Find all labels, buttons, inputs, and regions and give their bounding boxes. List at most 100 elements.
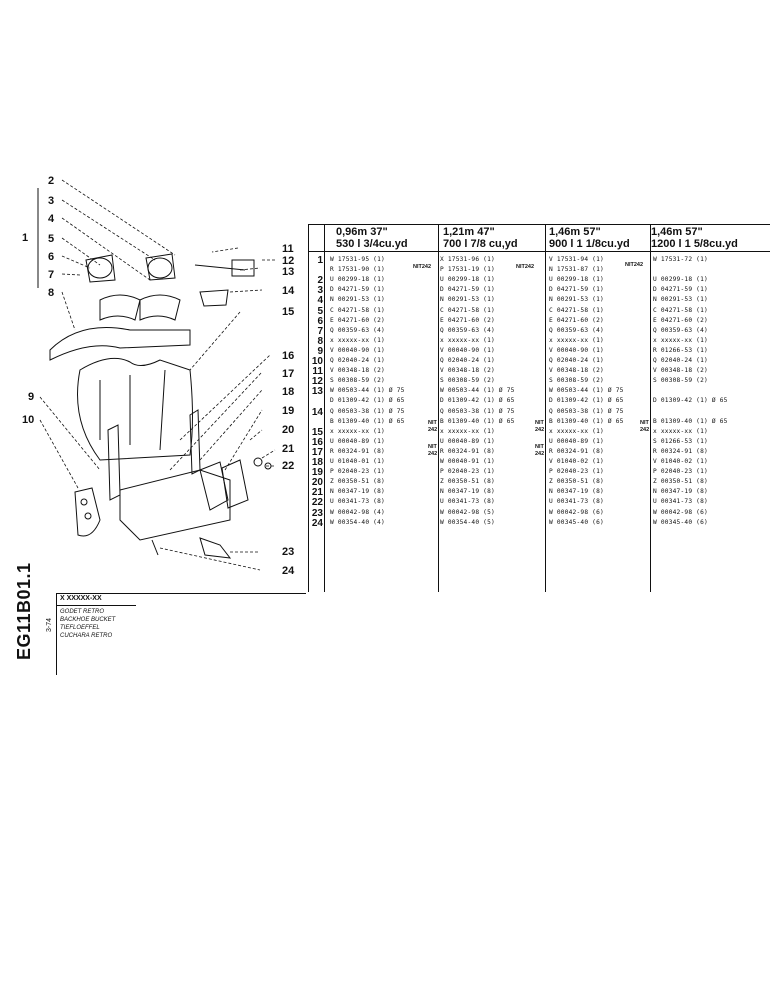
note-242-13b: 242 xyxy=(535,427,545,433)
part-number-cell: U 00341-73 (8) xyxy=(330,498,385,506)
table-top-rule xyxy=(308,224,770,225)
row-number: 11 xyxy=(312,366,323,378)
row-number: 1 xyxy=(317,255,323,266)
row-number: 14 xyxy=(311,406,323,418)
part-number-cell: C 04271-58 (1) xyxy=(653,306,708,314)
row-number: 23 xyxy=(311,507,323,519)
part-number-cell: R 00324-91 (8) xyxy=(653,447,708,455)
title-block-rule xyxy=(56,593,306,594)
note-nit-14: NIT xyxy=(428,444,437,450)
part-number-cell: V 00348-18 (2) xyxy=(440,367,495,375)
callout-10: 10 xyxy=(22,414,35,426)
callout-5: 5 xyxy=(48,233,55,245)
row-number: 8 xyxy=(317,335,323,347)
part-number-cell: B 01309-40 (1) Ø 65 xyxy=(653,417,728,425)
part-number-cell: W 00040-91 (1) xyxy=(440,458,495,465)
callout-7: 7 xyxy=(48,269,55,281)
callout-2: 2 xyxy=(48,175,55,187)
callout-9: 9 xyxy=(28,391,35,403)
part-number-cell: W 00354-40 (5) xyxy=(440,518,495,526)
part-number-cell: N 00347-19 (8) xyxy=(330,488,385,496)
part-number-cell: x xxxxx-xx (1) xyxy=(440,427,495,435)
row-number: 20 xyxy=(311,477,323,489)
part-number-cell: W 17531-95 (1) xyxy=(330,256,385,263)
part-number-cell: Q 00359-63 (4) xyxy=(653,326,708,334)
part-number-cell: x xxxxx-xx (1) xyxy=(549,427,604,435)
row-number: 12 xyxy=(311,376,323,388)
note-nit-13c: NIT xyxy=(640,420,649,426)
part-number-cell: E 04271-60 (2) xyxy=(440,316,495,324)
callout-16: 16 xyxy=(282,350,295,362)
part-number-cell: P 02040-23 (1) xyxy=(440,468,495,476)
part-number-cell: E 04271-60 (2) xyxy=(330,316,385,324)
part-number-cell: V 00348-18 (2) xyxy=(549,367,604,375)
part-number-cell: V 17531-94 (1) xyxy=(549,256,604,263)
row-number: 22 xyxy=(311,497,323,509)
callout-17: 17 xyxy=(282,368,295,380)
part-number-cell: C 04271-58 (1) xyxy=(549,306,604,314)
part-number-cell: x xxxxx-xx (1) xyxy=(549,336,604,344)
part-number-cell: S 00308-59 (2) xyxy=(549,377,604,385)
title-block-left-rule xyxy=(56,593,57,675)
part-number-cell: R 00324-91 (8) xyxy=(549,447,604,455)
note-242-13c: 242 xyxy=(640,427,650,433)
part-number-cell: C 04271-58 (1) xyxy=(330,306,385,314)
column-header-1-capacity: 530 l 3/4cu.yd xyxy=(336,238,408,250)
row-number: 24 xyxy=(311,517,323,529)
part-number-cell: W 00345-40 (6) xyxy=(549,518,604,526)
row-number: 2 xyxy=(317,275,323,287)
column-header-2-capacity: 700 l 7/8 cu,yd xyxy=(443,238,518,250)
note-nit-14b: NIT xyxy=(535,444,544,450)
part-number-cell: W 00503-44 (1) Ø 75 xyxy=(330,387,405,395)
rownum-divider xyxy=(324,224,325,592)
part-number-cell: U 00040-89 (1) xyxy=(330,437,385,445)
part-number-cell: W 00042-98 (6) xyxy=(653,508,708,516)
part-number-cell: W 00345-40 (6) xyxy=(653,518,708,526)
column-header-2: 1,21m 47" 700 l 7/8 cu,yd xyxy=(443,226,518,250)
part-number-cell: Q 00359-63 (4) xyxy=(330,326,385,334)
part-number-cell: S 01266-53 (1) xyxy=(653,437,708,445)
part-number-cell: Z 00350-51 (8) xyxy=(653,478,708,486)
title-es: CUCHARA RETRO xyxy=(60,633,113,639)
part-number-cell: x xxxxx-xx (1) xyxy=(330,427,385,435)
table-header-rule xyxy=(308,251,770,252)
part-number-cell: Q 02040-24 (1) xyxy=(330,357,385,364)
part-number-cell: V 01040-02 (1) xyxy=(549,458,604,465)
part-number-cell: V 00040-90 (1) xyxy=(330,346,385,354)
part-number-cell: N 00347-19 (8) xyxy=(440,488,495,496)
column-header-1: 0,96m 37" 530 l 3/4cu.yd xyxy=(336,226,408,250)
part-number-cell: N 00291-53 (1) xyxy=(440,296,495,304)
column-header-3-capacity: 900 l 1 1/8cu.yd xyxy=(549,238,630,250)
callout-3: 3 xyxy=(48,195,55,207)
callout-12: 12 xyxy=(282,255,295,267)
part-number-cell: P 02040-23 (1) xyxy=(549,468,604,476)
part-number-cell: P 02040-23 (1) xyxy=(330,468,385,476)
part-number-cell: R 01266-53 (1) xyxy=(653,346,708,354)
row-number: 3 xyxy=(317,285,323,297)
part-number-cell: B 01309-40 (1) Ø 65 xyxy=(330,417,405,425)
part-number-cell: N 00291-53 (1) xyxy=(653,296,708,304)
document-code: EG11B01.1 xyxy=(14,562,34,660)
row-number: 16 xyxy=(311,436,323,448)
part-number-cell: x xxxxx-xx (1) xyxy=(653,427,708,435)
column-header-3-size: 1,46m 57" xyxy=(549,226,601,238)
callout-15: 15 xyxy=(282,306,295,318)
row-number: 9 xyxy=(317,345,323,357)
note-nit242-col1: NIT242 xyxy=(413,264,432,270)
part-number-cell: Q 02040-24 (1) xyxy=(653,357,708,364)
callout-6: 6 xyxy=(48,251,55,263)
part-number-cell: W 00042-98 (6) xyxy=(549,508,604,516)
part-number-cell: R 00324-91 (8) xyxy=(440,447,495,455)
part-code-underline xyxy=(56,605,136,606)
part-number-cell: X 17531-96 (1) xyxy=(440,256,495,263)
part-number-cell: V 00040-90 (1) xyxy=(440,346,495,354)
part-number-cell: Q 02040-24 (1) xyxy=(440,357,495,364)
table-left-rule xyxy=(308,224,309,592)
part-number-cell: C 04271-58 (1) xyxy=(440,306,495,314)
part-number-cell: D 01309-42 (1) Ø 65 xyxy=(440,397,515,405)
part-number-cell: V 01040-02 (1) xyxy=(653,458,708,465)
note-nit-13: NIT xyxy=(428,420,437,426)
row-number: 19 xyxy=(311,467,323,479)
callout-1: 1 xyxy=(22,232,29,244)
row-number: 6 xyxy=(317,315,323,327)
